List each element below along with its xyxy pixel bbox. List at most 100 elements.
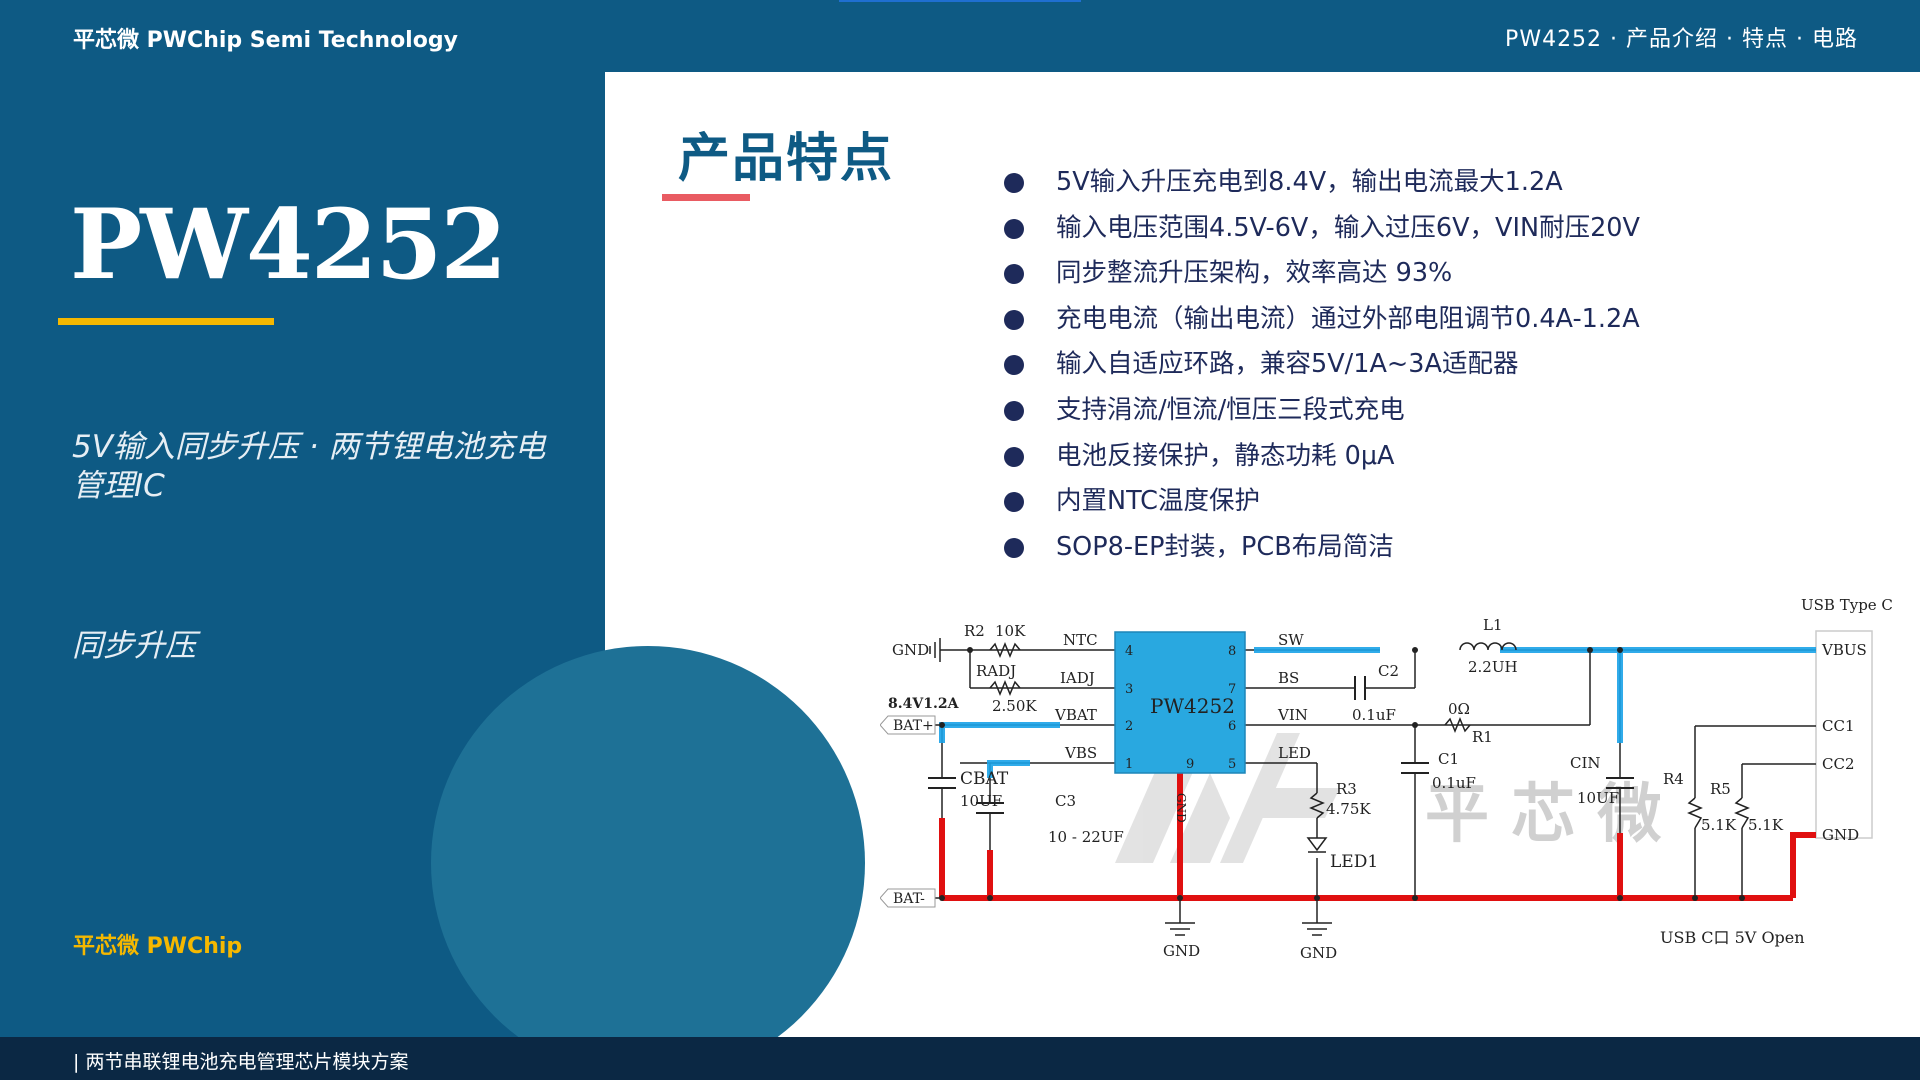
cbat-label: CBAT xyxy=(960,769,1009,789)
ground-symbol xyxy=(929,638,941,662)
pin-8: 8 xyxy=(1228,644,1236,659)
capacitor-plates xyxy=(928,676,1634,814)
usb-caption: USB C口 5V Open xyxy=(1660,928,1805,947)
feature-item: 输入自适应环路，兼容5V/1A~3A适配器 xyxy=(1004,344,1640,390)
pin-9: 9 xyxy=(1186,757,1194,772)
bullet-icon xyxy=(1004,492,1024,513)
highlight-red-traces xyxy=(939,773,1816,901)
feature-item: 输入电压范围4.5V-6V，输入过压6V，VIN耐压20V xyxy=(1004,208,1640,254)
chip-label: PW4252 xyxy=(1150,694,1235,718)
cbat-value: 10UF xyxy=(960,792,1002,810)
usb-title: USB Type C xyxy=(1801,596,1893,614)
pin-name-iadj: IADJ xyxy=(1060,669,1095,687)
net-cc2: CC2 xyxy=(1822,755,1855,773)
breadcrumb: PW4252 · 产品介绍 · 特点 · 电路 xyxy=(1505,27,1858,52)
usb-connector xyxy=(1815,630,1873,839)
net-bat-plus: BAT+ xyxy=(893,718,934,734)
c3-label: C3 xyxy=(1055,792,1076,810)
l1-label: L1 xyxy=(1483,616,1503,634)
bullet-icon xyxy=(1004,173,1024,193)
r2-label: R2 xyxy=(964,622,985,640)
inductor-l1 xyxy=(1459,642,1517,651)
footer-caption: | 两节串联锂电池充电管理芯片模块方案 xyxy=(73,1051,409,1073)
c2-value: 0.1uF xyxy=(1352,706,1396,724)
feature-item: 支持涓流/恒流/恒压三段式充电 xyxy=(1004,390,1640,436)
c1-value: 0.1uF xyxy=(1432,774,1476,792)
net-gnd-left: GND xyxy=(892,641,929,659)
product-title: PW4252 xyxy=(70,188,507,301)
pin-6: 6 xyxy=(1228,719,1236,734)
junction-dots xyxy=(939,647,1745,901)
pin-name-vbs: VBS xyxy=(1064,744,1097,762)
pin-1: 1 xyxy=(1125,757,1133,772)
pin-name-bs: BS xyxy=(1278,669,1299,687)
cin-label: CIN xyxy=(1570,754,1601,772)
radj-value: 2.50K xyxy=(992,697,1037,715)
feature-item: SOP8-EP封装，PCB布局简洁 xyxy=(1004,527,1640,573)
pin-4: 4 xyxy=(1125,644,1133,659)
bullet-icon xyxy=(1004,309,1024,330)
cin-value: 10UF xyxy=(1577,789,1619,807)
pin-2: 2 xyxy=(1125,719,1133,734)
pin-3: 3 xyxy=(1125,682,1133,697)
product-subtitle: 5V输入同步升压 · 两节锂电池充电管理IC xyxy=(72,429,546,504)
net-gnd-bottom-2: GND xyxy=(1300,944,1337,958)
r3-value: 4.75K xyxy=(1326,800,1371,818)
bullet-icon xyxy=(1004,218,1024,239)
bat-minus-tag xyxy=(880,888,936,908)
highlight-blue-traces xyxy=(939,647,1816,778)
net-gnd-usb: GND xyxy=(1822,826,1859,844)
top-accent-line xyxy=(839,0,1081,2)
c3-value: 10 - 22UF xyxy=(1048,828,1124,846)
pin-name-sw: SW xyxy=(1278,631,1304,649)
bullet-icon xyxy=(1004,446,1024,467)
section-title: 产品特点 xyxy=(678,129,895,189)
brand-name: 平芯微 PWChip Semi Technology xyxy=(73,28,458,53)
ground-symbols-bottom xyxy=(1165,922,1332,936)
feature-item: 电池反接保护，静态功耗 0μA xyxy=(1004,436,1640,482)
r4-value: 5.1K xyxy=(1701,816,1737,834)
bat-plus-tag xyxy=(880,715,936,735)
feature-item: 充电电流（输出电流）通过外部电阻调节0.4A-1.2A xyxy=(1004,299,1640,345)
r4-label: R4 xyxy=(1663,770,1684,788)
r5-value: 5.1K xyxy=(1748,816,1784,834)
feature-item: 内置NTC温度保护 xyxy=(1004,481,1640,527)
bottom-bar xyxy=(0,1037,1920,1080)
bullet-icon xyxy=(1004,355,1024,376)
resistor-zigzags xyxy=(989,642,1750,829)
pin-gnd-label: GND xyxy=(1174,793,1188,823)
radj-label: RADJ xyxy=(976,662,1016,680)
net-cc1: CC1 xyxy=(1822,717,1855,735)
circuit-schematic: 平 芯 微 xyxy=(880,596,1893,958)
pin-7: 7 xyxy=(1228,682,1236,697)
pw4252-chip xyxy=(1114,631,1246,774)
section-underline xyxy=(662,194,750,201)
r5-label: R5 xyxy=(1710,780,1731,798)
net-vbus: VBUS xyxy=(1821,641,1867,659)
feature-item: 同步整流升压架构，效率高达 93% xyxy=(1004,253,1640,299)
net-bat-minus: BAT- xyxy=(893,891,925,907)
feature-list: 5V输入升压充电到8.4V，输出电流最大1.2A 输入电压范围4.5V-6V，输… xyxy=(1004,162,1640,572)
bullet-icon xyxy=(1004,400,1024,421)
decorative-circle xyxy=(431,646,865,1080)
l1-value: 2.2UH xyxy=(1468,658,1518,676)
footer-brand: 平芯微 PWChip xyxy=(73,934,243,959)
c2-label: C2 xyxy=(1378,662,1399,680)
bullet-icon xyxy=(1004,537,1024,558)
feature-item: 5V输入升压充电到8.4V，输出电流最大1.2A xyxy=(1004,162,1640,208)
r2-value: 10K xyxy=(995,622,1026,640)
led-symbol xyxy=(1306,837,1328,853)
spec-label: 8.4V1.2A xyxy=(888,696,960,712)
title-underline xyxy=(58,318,274,325)
net-gnd-bottom-1: GND xyxy=(1163,942,1200,958)
pin-name-vbat: VBAT xyxy=(1054,706,1097,724)
led1-label: LED1 xyxy=(1330,852,1378,872)
r3-label: R3 xyxy=(1336,780,1357,798)
product-tagline: 同步升压 xyxy=(72,628,196,664)
top-bar xyxy=(0,0,1920,72)
pin-name-led: LED xyxy=(1278,744,1311,762)
r1-label: R1 xyxy=(1472,728,1493,746)
pin-5: 5 xyxy=(1228,757,1236,772)
pin-name-vin: VIN xyxy=(1277,706,1308,724)
bullet-icon xyxy=(1004,264,1024,285)
